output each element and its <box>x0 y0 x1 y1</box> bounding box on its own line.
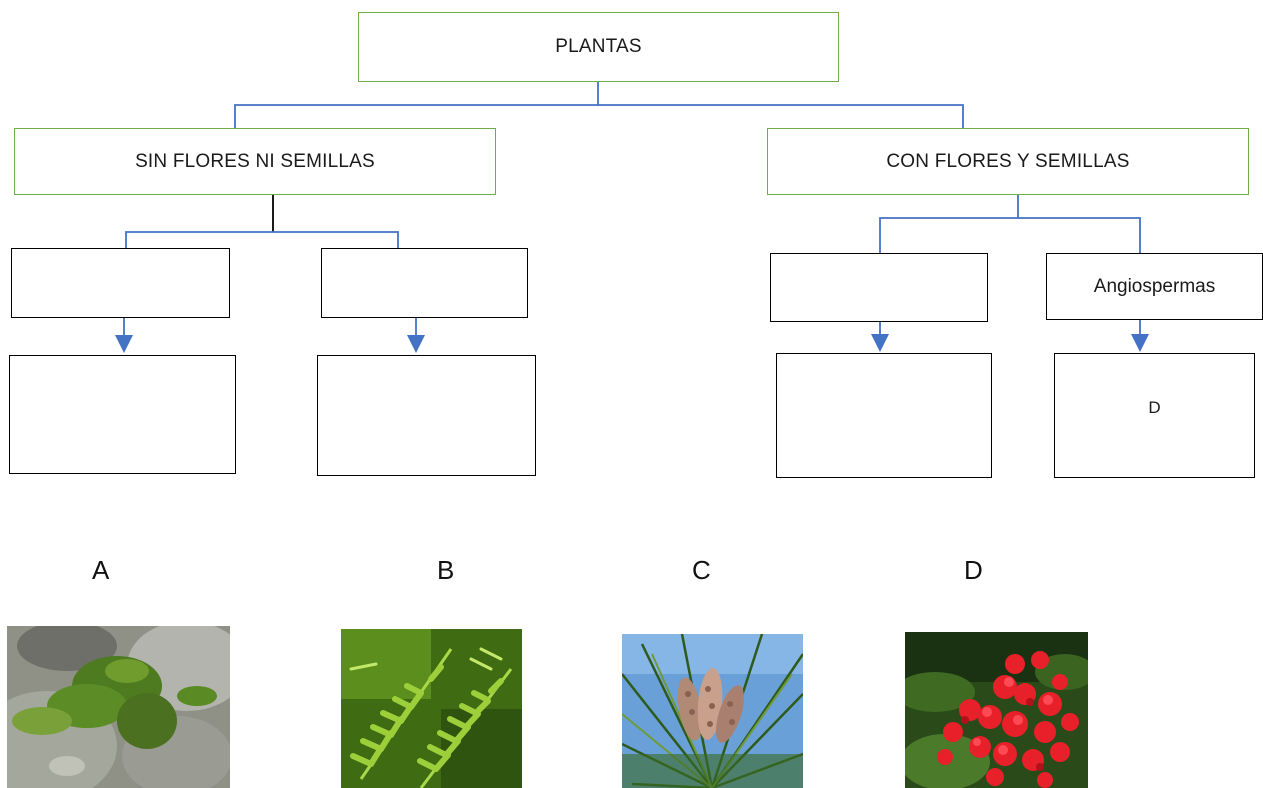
pine-cone-photo <box>622 634 803 788</box>
right-b-top-label: Angiospermas <box>1093 275 1216 297</box>
right-b-bottom-label: D <box>1148 398 1161 417</box>
red-flowers-photo <box>905 632 1088 788</box>
letter-b: B <box>437 555 455 585</box>
fern-photo <box>341 629 522 788</box>
left-a-bottom-box <box>9 355 236 474</box>
letter-d: D <box>964 555 983 585</box>
right-b-bottom-box: D <box>1054 353 1255 478</box>
root-label: PLANTAS <box>555 36 642 57</box>
left-a-top-box <box>11 248 230 318</box>
left-branch-label: SIN FLORES NI SEMILLAS <box>135 150 375 172</box>
right-b-top-box: Angiospermas <box>1046 253 1263 320</box>
moss-photo <box>7 626 230 788</box>
left-b-bottom-box <box>317 355 536 476</box>
letter-c: C <box>692 555 711 585</box>
right-branch-node: CON FLORES Y SEMILLAS <box>767 128 1249 195</box>
right-branch-label: CON FLORES Y SEMILLAS <box>886 150 1130 172</box>
left-branch-node: SIN FLORES NI SEMILLAS <box>14 128 496 195</box>
right-a-bottom-box <box>776 353 992 478</box>
right-a-top-box <box>770 253 988 322</box>
left-b-top-box <box>321 248 528 318</box>
letter-a: A <box>92 555 110 585</box>
root-node: PLANTAS <box>358 12 839 82</box>
